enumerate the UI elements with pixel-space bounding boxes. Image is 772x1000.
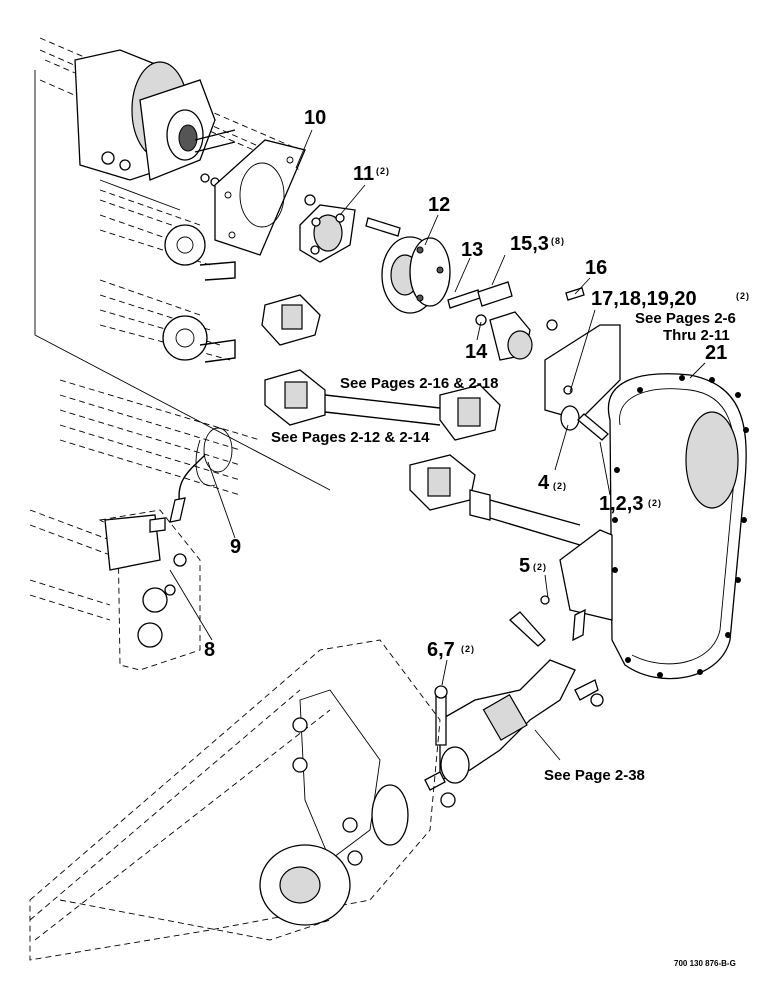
label-4: 4 — [538, 472, 550, 494]
mounting-plate-10 — [214, 139, 306, 256]
label-15-qty: (8) — [551, 236, 565, 246]
label-21: 21 — [705, 342, 727, 364]
label-see-2-12: See Pages 2-12 & 2-14 — [271, 429, 430, 446]
label-16: 16 — [585, 257, 607, 279]
lower-drive-assembly — [424, 595, 604, 808]
sprockets — [162, 224, 236, 363]
label-6-7: 6,7 — [427, 639, 455, 661]
label-1-qty: (2) — [648, 498, 662, 508]
bolts-13-15 — [447, 281, 585, 361]
left-gearbox-8 — [29, 379, 261, 671]
label-4-qty: (2) — [553, 481, 567, 491]
hydraulic-motor — [74, 49, 236, 187]
gearbox-housing-21 — [544, 324, 749, 680]
label-11-qty: (2) — [376, 166, 390, 176]
label-6-qty: (2) — [461, 644, 475, 654]
label-see-2-6: See Pages 2-6 — [635, 310, 736, 327]
figure-id: 700 130 876-B-G — [674, 959, 736, 968]
coupler-disc-12 — [381, 236, 451, 314]
label-see-2-16: See Pages 2-16 & 2-18 — [340, 375, 498, 392]
label-12: 12 — [428, 194, 450, 216]
label-5-qty: (2) — [533, 562, 547, 572]
label-14: 14 — [465, 341, 488, 363]
label-see-2-38: See Page 2-38 — [544, 767, 645, 784]
callout-labels: 10 11 (2) 12 13 15,3 (8) 16 17,18,19,20 … — [204, 107, 750, 968]
label-17-qty: (2) — [736, 291, 750, 301]
label-11: 11 — [353, 163, 374, 185]
label-13: 13 — [461, 239, 483, 261]
label-1-3: 1,2,3 — [599, 493, 643, 515]
coupler-half-11 — [299, 194, 401, 263]
label-8: 8 — [204, 639, 215, 661]
label-10: 10 — [304, 107, 326, 129]
lower-frame-and-pulley — [29, 639, 441, 961]
label-thru-2-11: Thru 2-11 — [663, 327, 730, 344]
label-15-3: 15,3 — [510, 233, 549, 255]
label-17-20: 17,18,19,20 — [591, 288, 697, 310]
label-5: 5 — [519, 555, 530, 577]
label-9: 9 — [230, 536, 241, 558]
universal-joints — [261, 294, 581, 546]
leader-lines — [169, 129, 706, 761]
